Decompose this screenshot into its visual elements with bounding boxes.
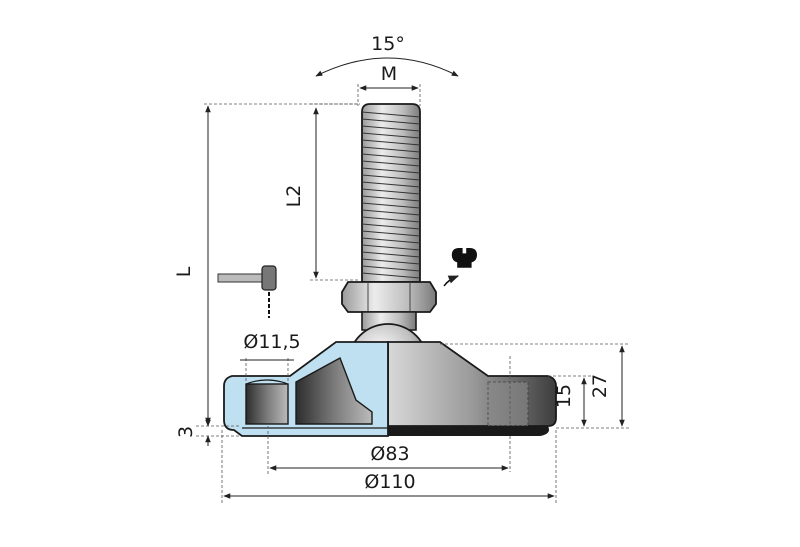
thread-line: [361, 146, 421, 153]
thread-line: [361, 265, 421, 272]
height-27-dimension: 27: [440, 343, 630, 429]
thread-line: [361, 244, 421, 251]
thread-line: [361, 195, 421, 202]
thread-line: [361, 251, 421, 258]
thread-line: [361, 139, 421, 146]
thread-length-dimension: L2: [283, 103, 360, 281]
height-15-label: 15: [553, 384, 575, 408]
thread-line: [361, 209, 421, 216]
base-exterior: [387, 341, 557, 472]
height-15-dimension: 15: [548, 375, 592, 427]
thread-line: [361, 223, 421, 230]
thread-dimension: M: [357, 63, 421, 106]
thread-line: [361, 132, 421, 139]
wrench-icon: [443, 248, 477, 287]
thread-line: [361, 237, 421, 244]
angle-dimension: 15°: [315, 33, 459, 77]
thread-line: [361, 153, 421, 160]
total-length-dimension: L: [173, 103, 360, 425]
diameter-110-dimension: Ø110: [221, 430, 557, 504]
diameter-110-label: Ø110: [364, 471, 415, 493]
thread-line: [361, 125, 421, 132]
thread-line: [361, 216, 421, 223]
thread-label: M: [381, 63, 397, 85]
thread-line: [361, 230, 421, 237]
thread-length-label: L2: [283, 185, 305, 208]
thread-line: [361, 167, 421, 174]
thread-line: [361, 111, 421, 118]
hex-key-icon: [217, 265, 277, 318]
thread-line: [361, 202, 421, 209]
total-length-label: L: [173, 266, 195, 277]
hole-diameter-dimension: Ø11,5: [240, 331, 301, 384]
thread-line: [361, 174, 421, 181]
thread-line: [361, 188, 421, 195]
thread-line: [361, 272, 421, 279]
thread-line: [361, 160, 421, 167]
hole-diameter-label: Ø11,5: [243, 331, 300, 353]
angle-label: 15°: [371, 33, 405, 55]
threaded-stud: [361, 103, 421, 283]
thread-line: [361, 181, 421, 188]
pad-label: 3: [175, 426, 197, 438]
pad-dimension: 3: [175, 416, 240, 446]
height-27-label: 27: [589, 374, 611, 398]
base-cutaway: [223, 341, 389, 437]
hex-nut: [341, 281, 437, 313]
thread-line: [361, 118, 421, 125]
thread-line: [361, 258, 421, 265]
diameter-83-dimension: Ø83: [267, 426, 509, 476]
diameter-83-label: Ø83: [370, 443, 409, 465]
